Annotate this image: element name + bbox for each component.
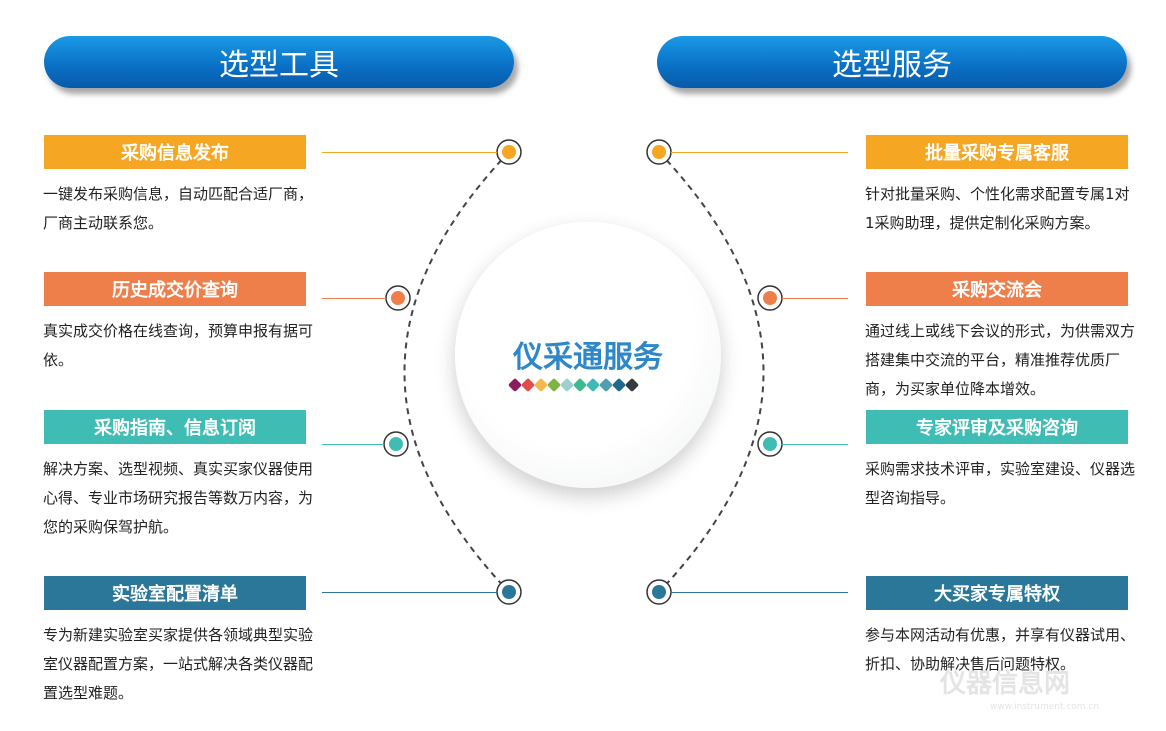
color-dots: [507, 377, 640, 393]
node-dot: [763, 291, 777, 305]
diamond-dot: [520, 377, 536, 393]
right-item-desc: 参与本网活动有优惠，并享有仪器试用、折扣、协助解决售后问题特权。: [865, 626, 1136, 673]
diamond-dot: [624, 377, 640, 393]
diamond-dot: [585, 377, 601, 393]
left-item-desc: 专为新建实验室买家提供各领域典型实验室仪器配置方案，一站式解决各类仪器配置选型难…: [43, 626, 314, 702]
right-connector-line: [782, 298, 848, 299]
node-dot: [502, 145, 516, 159]
right-item-desc: 通过线上或线下会议的形式，为供需双方搭建集中交流的平台，精准推荐优质厂商，为买家…: [865, 322, 1136, 398]
diamond-dot: [598, 377, 614, 393]
right-item-desc: 采购需求技术评审，实验室建设、仪器选型咨询指导。: [865, 460, 1136, 507]
left-item-desc: 真实成交价格在线查询，预算申报有据可依。: [43, 322, 314, 369]
center-circle: [455, 222, 721, 488]
left-connector-line: [322, 152, 497, 153]
right-item-title: 采购交流会: [866, 272, 1128, 306]
left-item-desc: 解决方案、选型视频、真实买家仪器使用心得、专业市场研究报告等数万内容，为您的采购…: [43, 460, 314, 536]
node-dot: [389, 437, 403, 451]
node-dot: [391, 291, 405, 305]
left-item-title: 历史成交价查询: [44, 272, 306, 306]
diamond-dot: [572, 377, 588, 393]
left-connector-line: [322, 444, 384, 445]
node-dot: [763, 437, 777, 451]
node-dot: [652, 145, 666, 159]
left-connector-line: [322, 298, 386, 299]
right-item-title: 批量采购专属客服: [866, 135, 1128, 169]
diamond-dot: [507, 377, 523, 393]
node-dot: [652, 585, 666, 599]
left-item-desc: 一键发布采购信息，自动匹配合适厂商，厂商主动联系您。: [43, 185, 314, 232]
right-item-desc: 针对批量采购、个性化需求配置专属1对1采购助理，提供定制化采购方案。: [865, 185, 1130, 232]
diamond-dot: [546, 377, 562, 393]
diamond-dot: [533, 377, 549, 393]
left-banner: 选型工具: [44, 36, 514, 88]
left-item-title: 采购信息发布: [44, 135, 306, 169]
diamond-dot: [559, 377, 575, 393]
right-item-title: 专家评审及采购咨询: [866, 410, 1128, 444]
watermark-url: www.instrument.com.cn: [990, 702, 1100, 712]
right-banner: 选型服务: [657, 36, 1127, 88]
right-connector-line: [782, 444, 848, 445]
watermark-logo: 仪器信息网: [940, 669, 1071, 699]
diamond-dot: [611, 377, 627, 393]
node-dot: [502, 585, 516, 599]
left-item-title: 采购指南、信息订阅: [44, 410, 306, 444]
right-item-title: 大买家专属特权: [866, 576, 1128, 610]
right-connector-line: [671, 152, 848, 153]
left-item-title: 实验室配置清单: [44, 576, 306, 610]
right-connector-line: [671, 592, 848, 593]
center-title: 仪采通服务: [513, 340, 663, 375]
left-connector-line: [322, 592, 497, 593]
